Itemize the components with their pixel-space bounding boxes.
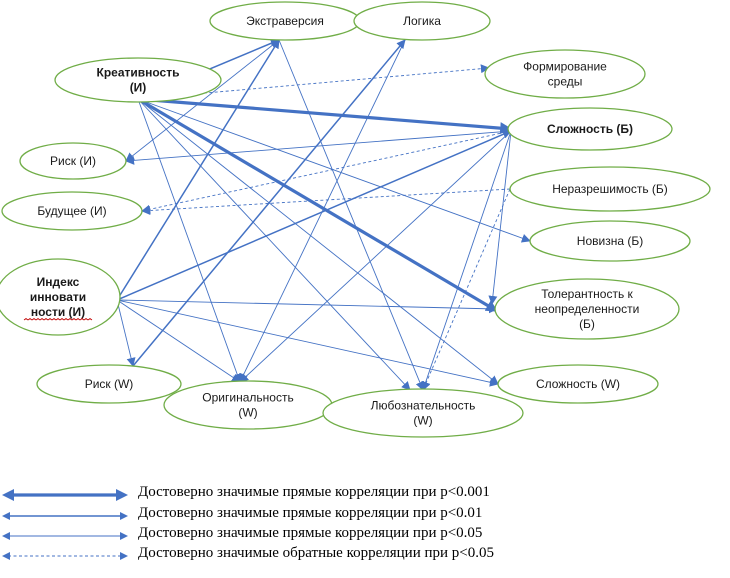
node-ellipse-curiosity (322, 388, 524, 438)
node-label-novelty-line-0: Новизна (Б) (577, 234, 643, 248)
node-ellipse-complexity_w (497, 364, 659, 404)
edge-creativity-to-environment (137, 64, 490, 100)
legend-line-p05 (2, 532, 128, 540)
node-label-innovativeness-line-1: инновати (30, 290, 86, 304)
node-label-extraversion-line-0: Экстраверсия (246, 14, 324, 28)
node-label-innovativeness-line-2: ности (И) (31, 305, 85, 319)
legend: Достоверно значимые прямые корреляции пр… (0, 480, 730, 575)
edges-layer (116, 38, 531, 391)
edge-insolubility-to-future (141, 188, 511, 216)
node-label-tolerance-line-1: неопределенности (535, 302, 640, 316)
node-logic: Логика (353, 1, 491, 41)
node-label-environment-line-0: Формирование (523, 60, 607, 74)
node-ellipse-innovativeness (0, 258, 121, 336)
legend-label-p05: Достоверно значимые прямые корреляции пр… (138, 525, 483, 541)
node-ellipse-creativity (54, 57, 222, 103)
edge-innovativeness-to-risk_w (116, 299, 136, 367)
node-label-originality-line-1: (W) (238, 406, 257, 420)
node-complexity_b: Сложность (Б) (507, 107, 673, 151)
node-label-complexity_b-line-0: Сложность (Б) (547, 122, 633, 136)
node-risk_i: Риск (И) (19, 142, 127, 180)
node-label-originality-line-0: Оригинальность (202, 391, 293, 405)
node-curiosity: Любознательность(W) (322, 388, 524, 438)
legend-row-p001: Достоверно значимые прямые корреляции пр… (0, 484, 720, 504)
node-label-innovativeness-line-0: Индекс (37, 275, 80, 289)
legend-row-neg05: Достоверно значимые обратные корреляции … (0, 545, 720, 565)
legend-line-neg05 (2, 552, 128, 560)
edge-creativity-to-novelty (137, 98, 531, 243)
edge-complexity_b-to-originality (239, 130, 512, 383)
legend-label-p001: Достоверно значимые прямые корреляции пр… (138, 484, 490, 500)
node-label-risk_w-line-0: Риск (W) (85, 377, 134, 391)
node-creativity: Креативность(И) (54, 57, 222, 103)
edge-creativity-to-curiosity (137, 98, 411, 391)
node-label-future-line-0: Будущее (И) (37, 204, 106, 218)
node-ellipse-logic (353, 1, 491, 41)
node-label-risk_i-line-0: Риск (И) (50, 154, 96, 168)
edge-insolubility-to-curiosity (422, 188, 511, 391)
edge-logic-to-originality (239, 39, 406, 383)
node-novelty: Новизна (Б) (529, 220, 691, 262)
node-label-complexity_w-line-0: Сложность (W) (536, 377, 620, 391)
edge-complexity_b-to-future (141, 130, 512, 214)
node-label-curiosity-line-1: (W) (413, 414, 432, 428)
node-label-creativity-line-1: (И) (130, 81, 147, 95)
legend-row-p01: Достоверно значимые прямые корреляции пр… (0, 505, 720, 525)
edge-creativity-to-complexity_b (137, 97, 513, 135)
legend-label-p01: Достоверно значимые прямые корреляции пр… (138, 505, 483, 521)
spellcheck-underline (23, 318, 93, 321)
node-future: Будущее (И) (1, 191, 143, 231)
node-risk_w: Риск (W) (36, 364, 182, 404)
node-label-environment-line-1: среды (548, 75, 583, 89)
edge-complexity_b-to-risk_i (125, 130, 512, 165)
node-originality: Оригинальность(W) (163, 380, 333, 430)
node-label-tolerance-line-0: Толерантность к (541, 287, 633, 301)
legend-label-neg05: Достоверно значимые обратные корреляции … (138, 545, 494, 561)
node-ellipse-novelty (529, 220, 691, 262)
node-label-insolubility-line-0: Неразрешимость (Б) (552, 182, 668, 196)
node-label-logic-line-0: Логика (403, 14, 441, 28)
legend-line-p001 (2, 489, 128, 501)
node-label-tolerance-line-2: (Б) (579, 317, 595, 331)
edge-creativity-to-tolerance (137, 97, 499, 313)
edge-creativity-to-complexity_w (137, 98, 499, 385)
node-insolubility: Неразрешимость (Б) (509, 166, 711, 212)
edge-innovativeness-to-complexity_w (116, 299, 499, 387)
node-ellipse-complexity_b (507, 107, 673, 151)
legend-line-p01 (2, 512, 128, 520)
edge-creativity-to-originality (137, 98, 242, 383)
node-ellipse-risk_w (36, 364, 182, 404)
node-complexity_w: Сложность (W) (497, 364, 659, 404)
node-ellipse-insolubility (509, 166, 711, 212)
node-extraversion: Экстраверсия (209, 1, 361, 41)
edge-complexity_b-to-tolerance (488, 130, 512, 305)
edge-innovativeness-to-extraversion (116, 39, 280, 301)
edge-extraversion-to-risk_i (125, 39, 280, 162)
node-ellipse-tolerance (494, 278, 680, 340)
node-ellipse-environment (484, 49, 646, 99)
legend-row-p05: Достоверно значимые прямые корреляции пр… (0, 525, 720, 545)
edge-innovativeness-to-originality (116, 299, 241, 383)
node-label-creativity-line-0: Креативность (97, 66, 180, 80)
edge-innovativeness-to-complexity_b (116, 130, 512, 301)
edge-complexity_b-to-curiosity (421, 130, 512, 391)
node-ellipse-risk_i (19, 142, 127, 180)
node-ellipse-future (1, 191, 143, 231)
edge-extraversion-to-curiosity (278, 39, 425, 391)
node-label-curiosity-line-0: Любознательность (371, 399, 476, 413)
edge-innovativeness-to-tolerance (116, 299, 498, 314)
